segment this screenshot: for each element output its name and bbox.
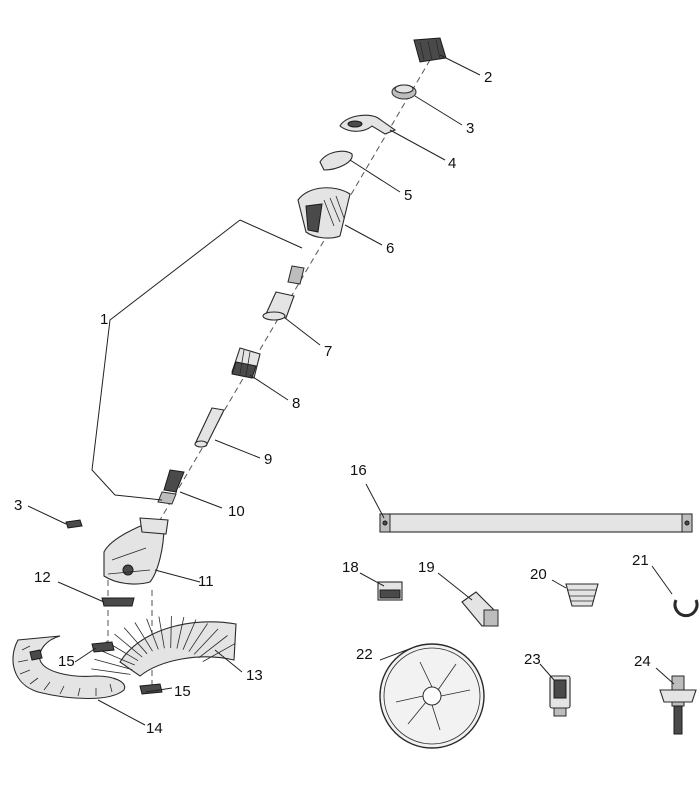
callout-15-left: 15	[58, 653, 75, 670]
callout-2: 2	[484, 69, 492, 86]
callout-23: 23	[524, 651, 541, 668]
part-18-connector	[377, 581, 403, 601]
callout-19: 19	[418, 559, 435, 576]
callout-9: 9	[264, 451, 272, 468]
part-16-hose	[379, 513, 693, 533]
part-8-turbine	[231, 347, 261, 379]
part-2-cap	[413, 37, 447, 63]
callout-12: 12	[34, 569, 51, 586]
callout-3-lower: 3	[14, 497, 22, 514]
leader-lines	[27, 54, 675, 726]
callout-1: 1	[100, 311, 108, 328]
callout-labels: 2 3 4 5 6 1 7 8 9 10 3 11 12 13 15 15 14…	[14, 69, 651, 737]
callout-10: 10	[228, 503, 245, 520]
part-15-clip-b	[139, 683, 163, 695]
part-3-ring-top	[391, 84, 417, 100]
part-13-skirt	[91, 615, 237, 677]
callout-13: 13	[246, 667, 263, 684]
callout-21: 21	[632, 552, 649, 569]
part-10-valve	[157, 469, 185, 505]
callout-5: 5	[404, 187, 412, 204]
callout-8: 8	[292, 395, 300, 412]
callout-16: 16	[350, 462, 367, 479]
part-22-disc	[379, 643, 485, 749]
part-9-shaft	[194, 407, 225, 448]
callout-18: 18	[342, 559, 359, 576]
callout-4: 4	[448, 155, 456, 172]
callout-15-right: 15	[174, 683, 191, 700]
part-12-footplate	[101, 597, 135, 607]
part-20-cone	[565, 583, 599, 607]
part-24-fitting	[659, 675, 697, 735]
part-4-clip	[339, 114, 397, 135]
callout-3: 3	[466, 120, 474, 137]
callout-7: 7	[324, 343, 332, 360]
part-14-bumper	[12, 635, 126, 700]
part-6-housing	[297, 187, 351, 239]
part-19-elbow	[461, 591, 499, 627]
callout-11: 11	[198, 573, 214, 590]
part-15-clip-a	[91, 641, 115, 653]
callout-22: 22	[356, 646, 373, 663]
callout-6: 6	[386, 240, 394, 257]
callout-14: 14	[146, 720, 163, 737]
callout-20: 20	[530, 566, 547, 583]
part-5-plate	[319, 150, 353, 171]
callout-24: 24	[634, 653, 651, 670]
part-11-body	[103, 517, 169, 585]
part-21-cring	[673, 599, 699, 618]
part-3-pin	[65, 519, 83, 529]
part-23-cartridge	[549, 675, 571, 717]
part-7-tube	[262, 265, 305, 321]
